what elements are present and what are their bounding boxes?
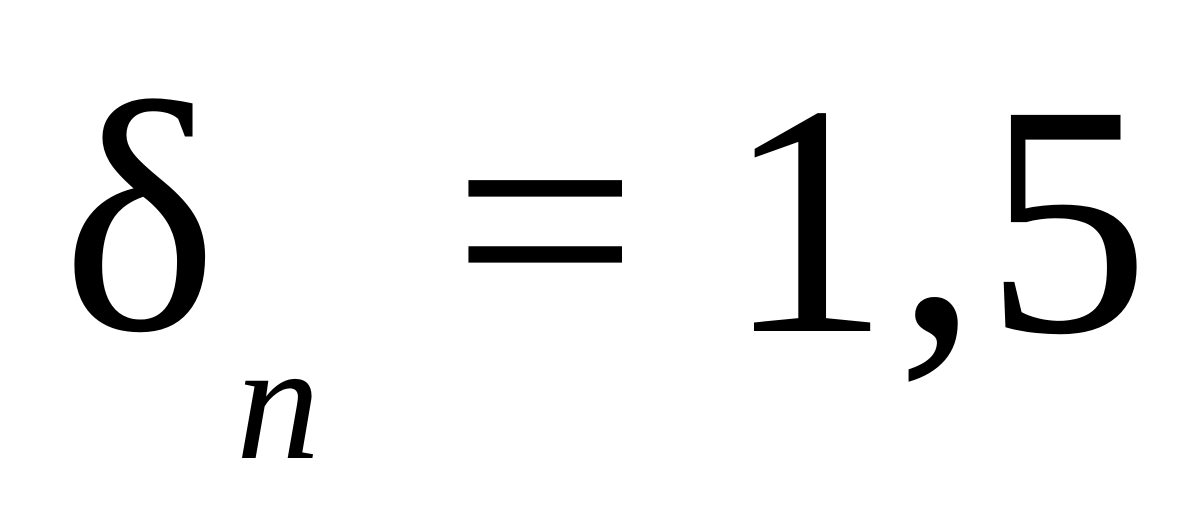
formula-symbol: δ bbox=[62, 36, 218, 401]
formula-value: 1,5 bbox=[725, 38, 1156, 403]
formula-operator: = bbox=[452, 38, 639, 403]
formula-subscript: n bbox=[236, 309, 320, 495]
